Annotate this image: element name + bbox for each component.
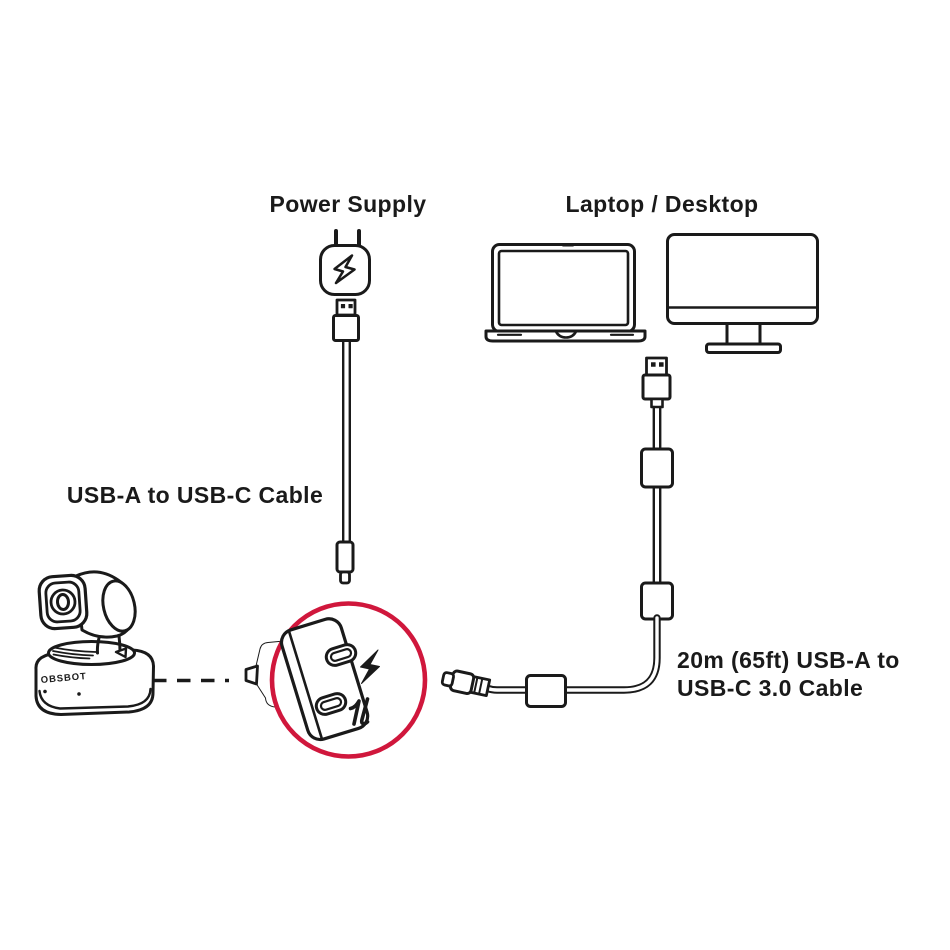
usb-c-tip	[339, 570, 351, 585]
plug-tip	[244, 664, 259, 686]
lens-ring	[49, 588, 77, 616]
monitor-stand	[725, 322, 762, 346]
short-cable-label: USB-A to USB-C Cable	[67, 482, 323, 508]
usb-c-connector	[335, 540, 355, 585]
laptop-trackpad-notch	[554, 330, 578, 339]
port-inner	[319, 697, 343, 711]
lightning-bolt-icon	[360, 649, 380, 684]
port-inner	[329, 648, 353, 662]
lens-inner-frame	[44, 580, 82, 624]
camera-brand-text: OBSBOT	[40, 671, 87, 686]
camera-turntable	[47, 640, 136, 666]
cable-curve-core	[480, 616, 659, 692]
strain-ribs	[473, 676, 484, 695]
magnified-adapter-end	[279, 617, 380, 742]
power-cable	[342, 339, 351, 544]
base-indicator-dot	[43, 689, 47, 694]
desktop-monitor	[666, 233, 819, 354]
cable-segment	[652, 405, 662, 452]
adapter-body	[319, 244, 371, 296]
usb-c-body	[335, 540, 355, 574]
laptop-desktop-label: Laptop / Desktop	[566, 191, 759, 217]
usb-a-pin	[650, 362, 656, 367]
lens-pupil	[55, 593, 71, 611]
gimbal-foot	[114, 647, 128, 659]
ferrite-bead	[640, 581, 674, 621]
usb-a-pin	[348, 303, 353, 309]
laptop-screen	[497, 249, 630, 327]
usb-c-port-upper	[324, 643, 358, 667]
long-cable-label-line2: USB-C 3.0 Cable	[677, 675, 863, 701]
port-marker-glyph	[348, 697, 370, 726]
usb-a-neck	[650, 397, 664, 409]
long-cable-label-line1: 20m (65ft) USB-A to	[677, 647, 900, 673]
plug-prongs	[334, 229, 361, 248]
usb-a-body	[641, 373, 672, 401]
right-angle-usb-c-connector	[440, 669, 492, 698]
ferrite-bead	[640, 447, 674, 489]
camera-lens	[37, 573, 89, 631]
usb-a-pin	[658, 362, 664, 367]
base-indicator-dot	[77, 692, 81, 696]
monitor-screen	[666, 233, 819, 325]
lightning-bolt-icon	[333, 254, 356, 285]
camera-head-cap	[101, 579, 137, 633]
ptz-webcam: OBSBOT	[34, 570, 155, 716]
magnifier-group	[269, 601, 428, 759]
usb-a-connector	[332, 298, 360, 342]
usb-c-tip	[440, 671, 455, 688]
wall-adapter	[319, 229, 371, 296]
cable-segment	[652, 485, 662, 586]
turntable-stripes	[52, 646, 97, 660]
monitor-base	[705, 342, 782, 354]
usb-a-connector	[641, 356, 672, 409]
ferrite-bead	[525, 674, 567, 708]
usb-c-port-lower	[314, 692, 348, 716]
power-supply-group	[319, 229, 371, 585]
long-cable-group	[440, 356, 674, 708]
power-supply-label: Power Supply	[270, 191, 427, 217]
cable-curve-outline	[478, 614, 661, 694]
usb-a-body	[332, 314, 360, 342]
laptop	[484, 243, 647, 343]
adapter-side-edge	[287, 630, 323, 740]
lens-housing	[37, 573, 89, 631]
usb-a-pin	[340, 303, 346, 309]
laptop-lid	[491, 243, 636, 333]
camera-base-foot-line	[38, 687, 152, 710]
laptop-base	[484, 329, 647, 343]
